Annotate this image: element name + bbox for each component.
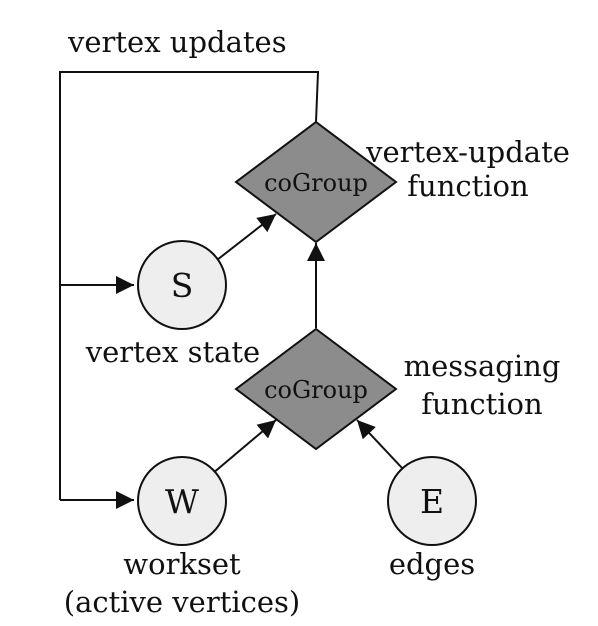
edges-node-label: E [420, 482, 444, 521]
vertex-updates-label: vertex updates [67, 25, 287, 59]
messaging-function-label-line1: messaging [404, 349, 561, 383]
workset-node-label: W [165, 482, 199, 521]
edges-label: edges [389, 547, 475, 581]
cogroup-top-diamond [234, 120, 398, 244]
arrow-edges-to-cogroup-bottom [356, 419, 404, 470]
cogroup-top-label: coGroup [264, 169, 368, 197]
workset-node [137, 456, 227, 546]
cogroup-bottom-diamond [234, 327, 398, 451]
cogroup-bottom-label: coGroup [264, 376, 368, 404]
edges-node [387, 456, 477, 546]
messaging-function-label-line2: function [421, 387, 542, 421]
vertex-update-function-label-line2: function [407, 169, 528, 203]
state-node-label: S [171, 266, 194, 305]
workset-label-line1: workset [123, 547, 241, 581]
state-node [137, 240, 227, 330]
arrow-workset-to-cogroup-bottom [211, 419, 277, 475]
vertex-state-label: vertex state [85, 335, 260, 369]
vertex-update-function-label-line1: vertex-update [365, 135, 570, 169]
workset-label-line2: (active vertices) [64, 585, 300, 619]
arrow-state-to-cogroup-top [216, 213, 277, 261]
